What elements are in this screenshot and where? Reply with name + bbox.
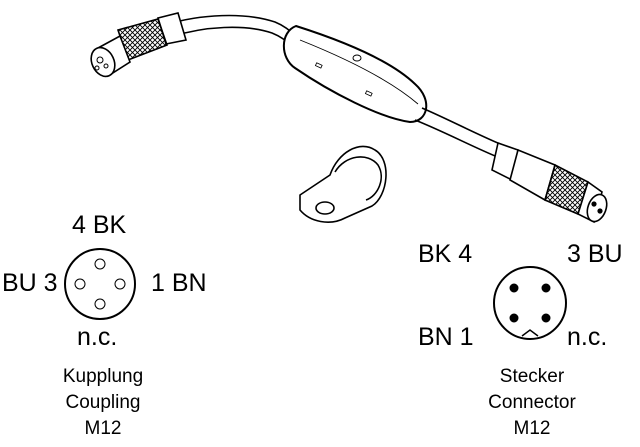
connector-pin-1-label: BN 1 — [418, 323, 474, 351]
splitter-body — [282, 24, 428, 124]
coupling-caption-size: M12 — [84, 418, 122, 439]
connector-caption: Stecker Connector M12 — [452, 364, 612, 442]
connector-pin-4-label: BK 4 — [418, 240, 473, 268]
coupling-face-diagram — [64, 248, 136, 320]
mounting-clip — [299, 145, 387, 223]
connector-caption-size: M12 — [513, 418, 551, 439]
coupling-caption-en: Coupling — [65, 392, 141, 413]
connector-caption-de: Stecker — [499, 366, 565, 387]
connector-m12-male — [491, 141, 608, 224]
connector-pin-nc-label: n.c. — [567, 323, 608, 351]
connector-pin-3-label: 3 BU — [567, 240, 623, 268]
cable-segment-left — [164, 14, 299, 48]
coupling-caption: Kupplung Coupling M12 — [23, 364, 183, 442]
connector-face-diagram — [493, 266, 567, 340]
cable-segment-right — [414, 107, 506, 159]
coupling-pin-nc-label: n.c. — [77, 323, 118, 351]
coupling-pin-4-label: 4 BK — [72, 211, 127, 239]
coupling-pin-3-label: BU 3 — [2, 269, 58, 297]
connector-caption-en: Connector — [488, 392, 576, 413]
coupling-caption-de: Kupplung — [62, 366, 144, 387]
coupling-pin-1-label: 1 BN — [151, 269, 207, 297]
coupling-m12-female — [90, 12, 188, 78]
